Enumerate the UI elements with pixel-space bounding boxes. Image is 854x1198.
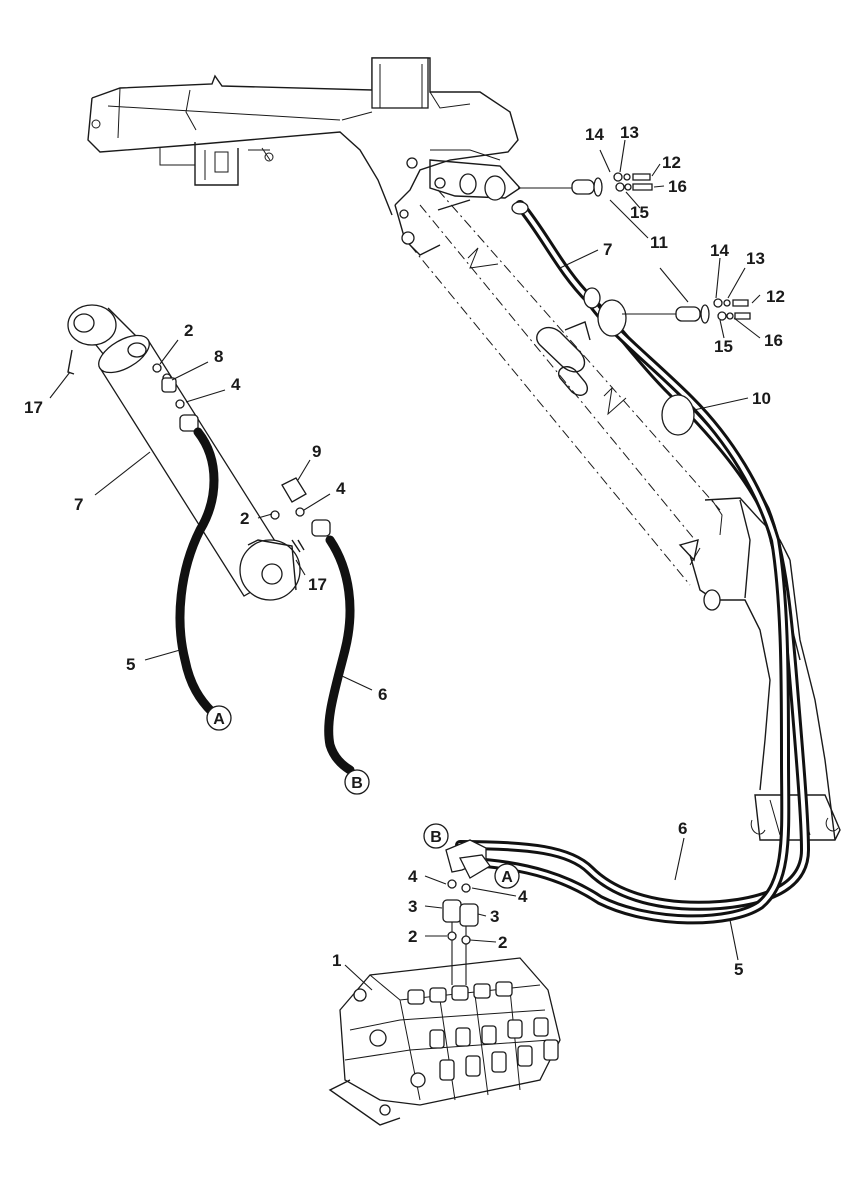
label-2-rod: 2 bbox=[240, 509, 249, 528]
hydraulic-cylinder bbox=[67, 304, 305, 601]
boom-hose-pair bbox=[455, 200, 811, 925]
valve-fittings bbox=[442, 839, 491, 985]
connector-b-bottom-text: B bbox=[430, 829, 442, 846]
label-4-valve-left: 4 bbox=[408, 867, 418, 886]
label-2-cyl: 2 bbox=[184, 321, 193, 340]
connector-a-top: A bbox=[206, 705, 232, 731]
connector-b-top-text: B bbox=[351, 775, 363, 792]
label-9: 9 bbox=[312, 442, 321, 461]
connector-a-top-text: A bbox=[213, 711, 225, 728]
upper-fitting-group bbox=[518, 172, 653, 197]
label-6-right: 6 bbox=[678, 819, 687, 838]
label-10: 10 bbox=[752, 389, 771, 408]
label-2-valve-right: 2 bbox=[498, 933, 507, 952]
label-3-valve-right: 3 bbox=[490, 907, 499, 926]
cylinder-fittings bbox=[152, 363, 331, 537]
label-3-valve-left: 3 bbox=[408, 897, 417, 916]
label-17-left: 17 bbox=[24, 398, 43, 417]
lower-fitting-group bbox=[622, 298, 751, 324]
leader-lines bbox=[49, 139, 761, 991]
label-5-left: 5 bbox=[126, 655, 135, 674]
connector-a-bottom-text: A bbox=[501, 869, 513, 886]
label-4-valve-right: 4 bbox=[518, 887, 528, 906]
connector-a-bottom: A bbox=[494, 863, 520, 889]
connector-b-top: B bbox=[344, 769, 370, 795]
label-16-top: 16 bbox=[668, 177, 687, 196]
label-15-mid: 15 bbox=[714, 337, 733, 356]
label-16-mid: 16 bbox=[764, 331, 783, 350]
label-6-left: 6 bbox=[378, 685, 387, 704]
label-5-right: 5 bbox=[734, 960, 743, 979]
label-15-top: 15 bbox=[630, 203, 649, 222]
part-labels: 17 2 8 4 7 9 4 2 17 5 6 14 13 12 16 15 1… bbox=[24, 123, 785, 979]
label-14-mid: 14 bbox=[710, 241, 729, 260]
label-4-rod: 4 bbox=[336, 479, 346, 498]
label-7-cyl: 7 bbox=[74, 495, 83, 514]
label-17-rod: 17 bbox=[308, 575, 327, 594]
label-14-top: 14 bbox=[585, 125, 604, 144]
label-7-boom: 7 bbox=[603, 240, 612, 259]
label-11: 11 bbox=[650, 233, 668, 252]
label-12-mid: 12 bbox=[766, 287, 785, 306]
connector-b-bottom: B bbox=[423, 823, 449, 849]
label-1: 1 bbox=[332, 951, 341, 970]
boom-assembly bbox=[87, 57, 841, 841]
label-2-valve-left: 2 bbox=[408, 927, 417, 946]
label-13-mid: 13 bbox=[746, 249, 765, 268]
control-valve-spools bbox=[407, 981, 559, 1081]
label-12-top: 12 bbox=[662, 153, 681, 172]
label-4-cyl: 4 bbox=[231, 375, 241, 394]
label-8: 8 bbox=[214, 347, 223, 366]
label-13-top: 13 bbox=[620, 123, 639, 142]
cylinder-hoses bbox=[175, 427, 355, 775]
